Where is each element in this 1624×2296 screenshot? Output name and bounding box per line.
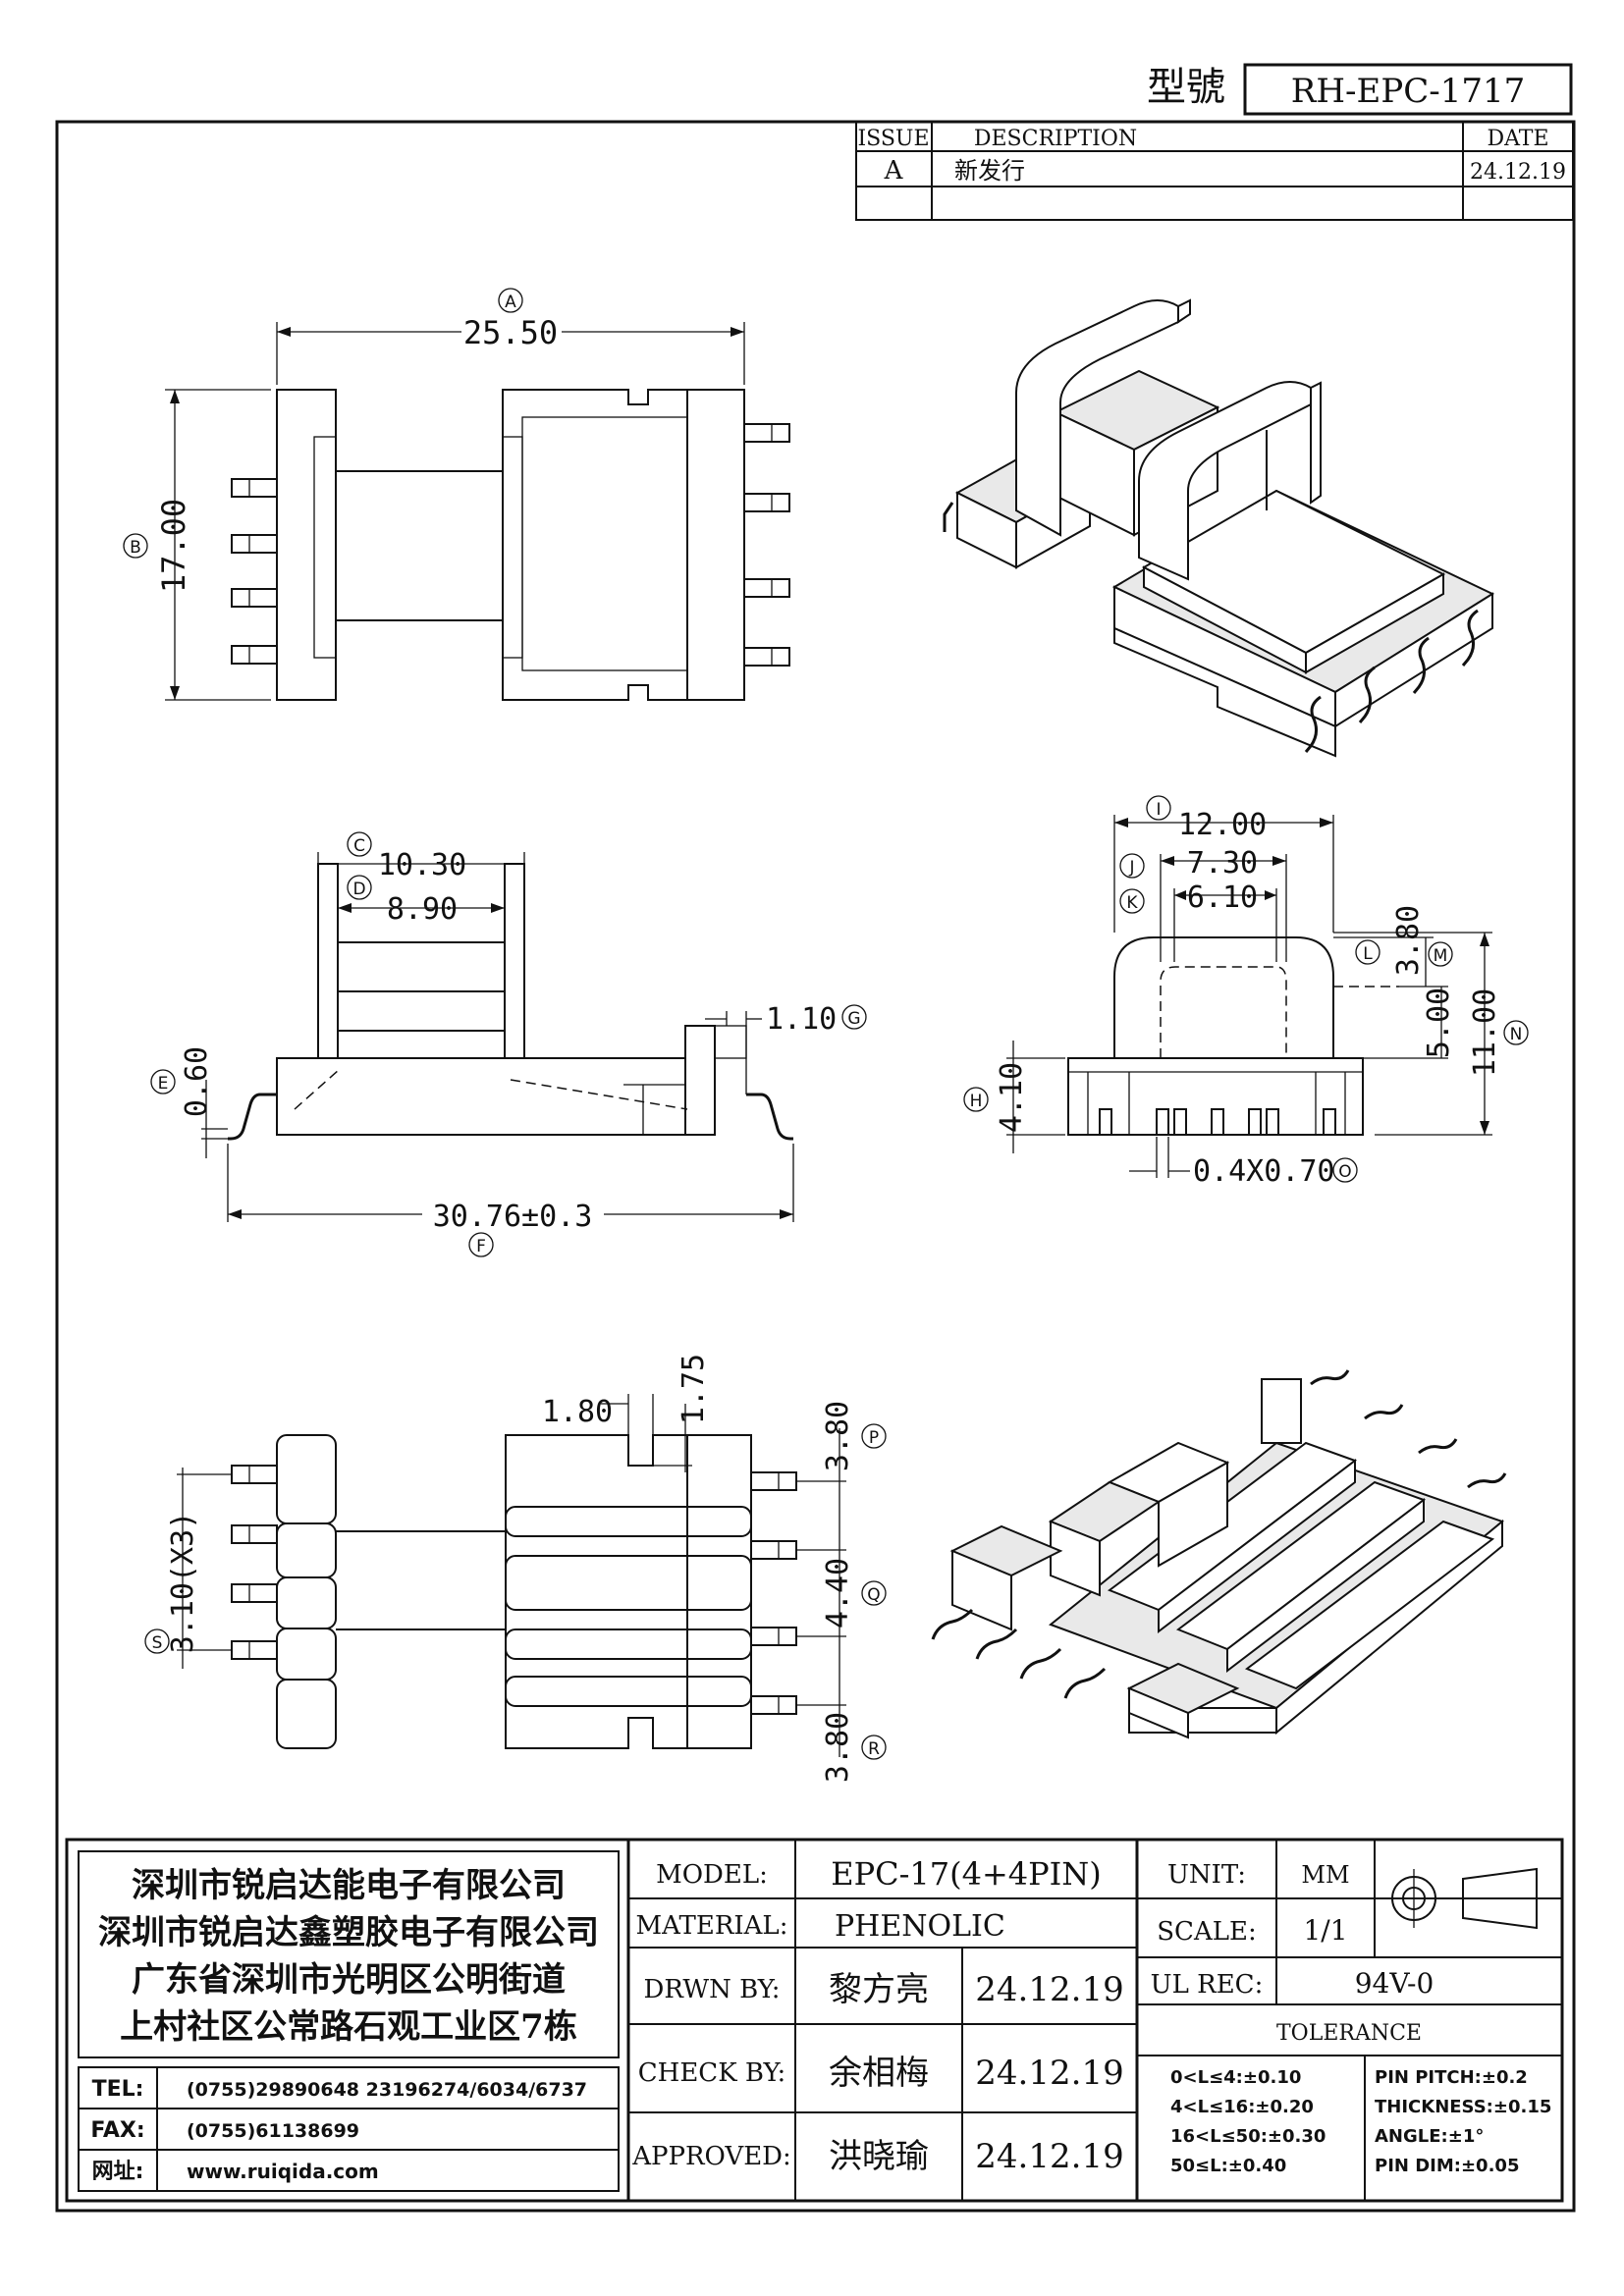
dim-j-value: 7.30 [1187, 846, 1258, 881]
approved-name: 洪晓瑜 [829, 2137, 929, 2176]
issue-value: A [884, 156, 904, 186]
description-header: DESCRIPTION [974, 127, 1137, 151]
side-view: C 10.30 D 8.90 E 0.60 30.76±0.3 F 1.10 G [150, 831, 867, 1257]
dim-r-label: R [868, 1739, 880, 1759]
revision-date-value: 24.12.19 [1470, 160, 1566, 185]
dim-p-value: 3.80 [821, 1401, 855, 1471]
projection-symbol-icon [1384, 1867, 1538, 1930]
drawn-name: 黎方亮 [829, 1970, 929, 2009]
sheet-border [55, 120, 1576, 2213]
revision-table: ISSUE DESCRIPTION DATE A 新发行 24.12.19 [855, 121, 1574, 221]
description-value: 新发行 [954, 157, 1025, 185]
web-label: 网址: [92, 2160, 144, 2184]
tolerance-left-1: 0<L≤4:±0.10 [1170, 2067, 1301, 2088]
tolerance-right-4: PIN DIM:±0.05 [1375, 2156, 1519, 2176]
dim-k-label: K [1126, 893, 1138, 913]
model-label: 型號 [1147, 65, 1225, 110]
approved-label: APPROVED: [631, 2142, 791, 2171]
dim-g-label: G [847, 1009, 860, 1029]
dim-q-label: Q [867, 1585, 880, 1605]
dim-i-value: 12.00 [1178, 808, 1267, 842]
check-name: 余相梅 [829, 2054, 929, 2093]
dim-e-value: 0.60 [180, 1046, 214, 1117]
front-view: I 12.00 J 7.30 K 6.10 L 3.80 M 5.00 [963, 795, 1529, 1189]
dim-a-label: A [505, 293, 516, 312]
dim-o-label: O [1338, 1162, 1351, 1182]
bottom-view: 1.80 1.75 3.80 P 4.40 Q 3.80 R 3.10(X3) … [144, 1354, 887, 1783]
top-view: A 25.50 B 17.00 [123, 288, 790, 701]
iso-view-top [943, 298, 1495, 758]
company-line-1: 深圳市锐启达能电子有限公司 [132, 1866, 566, 1905]
dim-b-value: 17.00 [155, 499, 192, 593]
tolerance-left-4: 50≤L:±0.40 [1170, 2156, 1286, 2176]
check-date: 24.12.19 [975, 2054, 1123, 2093]
dim-h-label: H [970, 1092, 983, 1111]
fax-label: FAX: [90, 2118, 144, 2143]
dim-b-label: B [130, 538, 141, 558]
dim-d-value: 8.90 [387, 892, 458, 927]
title-block: 深圳市锐启达能电子有限公司 深圳市锐启达鑫塑胶电子有限公司 广东省深圳市光明区公… [65, 1838, 1564, 2203]
dim-e-label: E [158, 1074, 169, 1094]
tolerance-title: TOLERANCE [1276, 2021, 1422, 2046]
approved-date: 24.12.19 [975, 2137, 1123, 2176]
dim-o-value: 0.4X0.70 [1193, 1154, 1335, 1189]
dim-r-value: 3.80 [821, 1712, 855, 1783]
dim-n-value: 11.00 [1468, 988, 1502, 1077]
drawn-date: 24.12.19 [975, 1970, 1123, 2009]
dim-i-label: I [1156, 800, 1161, 820]
ul-value: 94V-0 [1355, 1967, 1435, 2000]
tolerance-left-3: 16<L≤50:±0.30 [1170, 2126, 1326, 2147]
dim-l-value: 3.80 [1391, 905, 1426, 976]
tel-label: TEL: [92, 2077, 144, 2102]
dim-n-label: N [1510, 1025, 1523, 1044]
company-line-2: 深圳市锐启达鑫塑胶电子有限公司 [98, 1913, 599, 1952]
check-label: CHECK BY: [638, 2058, 786, 2088]
web-value: www.ruiqida.com [187, 2160, 379, 2183]
scale-label: SCALE: [1157, 1917, 1257, 1947]
dim-s-value: 3.10(X3) [166, 1512, 200, 1654]
dim-m-value: 5.00 [1422, 988, 1456, 1058]
slot-depth-value: 1.75 [677, 1354, 711, 1424]
dim-a-value: 25.50 [463, 314, 558, 351]
material-value: PHENOLIC [835, 1909, 1005, 1944]
model-header: 型號 RH-EPC-1717 [1147, 63, 1573, 116]
dim-s-label: S [152, 1633, 163, 1653]
tolerance-right-1: PIN PITCH:±0.2 [1375, 2067, 1528, 2088]
fax-value: (0755)61138699 [187, 2120, 359, 2142]
dim-j-label: J [1128, 858, 1134, 878]
tolerance-right-3: ANGLE:±1° [1375, 2126, 1484, 2147]
dim-k-value: 6.10 [1187, 881, 1258, 915]
tolerance-right-2: THICKNESS:±0.15 [1375, 2097, 1551, 2117]
dim-c-value: 10.30 [378, 848, 466, 882]
date-header: DATE [1487, 127, 1548, 151]
drawn-label: DRWN BY: [644, 1975, 781, 2004]
dim-g-value: 1.10 [766, 1002, 837, 1037]
tolerance-left-2: 4<L≤16:±0.20 [1170, 2097, 1314, 2117]
model-field-value: EPC-17(4+4PIN) [831, 1855, 1102, 1893]
iso-view-bottom [931, 1369, 1507, 1739]
tel-value: (0755)29890648 23196274/6034/6737 [187, 2079, 587, 2101]
material-label: MATERIAL: [636, 1911, 788, 1941]
dim-f-label: F [476, 1237, 486, 1256]
unit-label: UNIT: [1167, 1860, 1246, 1890]
model-value: RH-EPC-1717 [1291, 72, 1525, 111]
issue-header: ISSUE [857, 127, 929, 151]
slot-width-value: 1.80 [542, 1395, 613, 1429]
dim-m-label: M [1434, 946, 1448, 966]
company-line-4: 上村社区公常路石观工业区7栋 [120, 2007, 577, 2047]
dim-f-value: 30.76±0.3 [433, 1200, 593, 1234]
company-line-3: 广东省深圳市光明区公明街道 [132, 1960, 566, 2000]
dim-c-label: C [353, 836, 365, 856]
unit-value: MM [1301, 1861, 1349, 1889]
model-field-label: MODEL: [656, 1860, 768, 1890]
dim-q-value: 4.40 [821, 1558, 855, 1629]
dim-l-label: L [1363, 944, 1373, 964]
ul-label: UL REC: [1151, 1970, 1264, 2000]
dim-h-value: 4.10 [995, 1062, 1029, 1133]
dim-p-label: P [869, 1428, 879, 1448]
scale-value: 1/1 [1303, 1914, 1347, 1947]
dim-d-label: D [352, 880, 365, 899]
